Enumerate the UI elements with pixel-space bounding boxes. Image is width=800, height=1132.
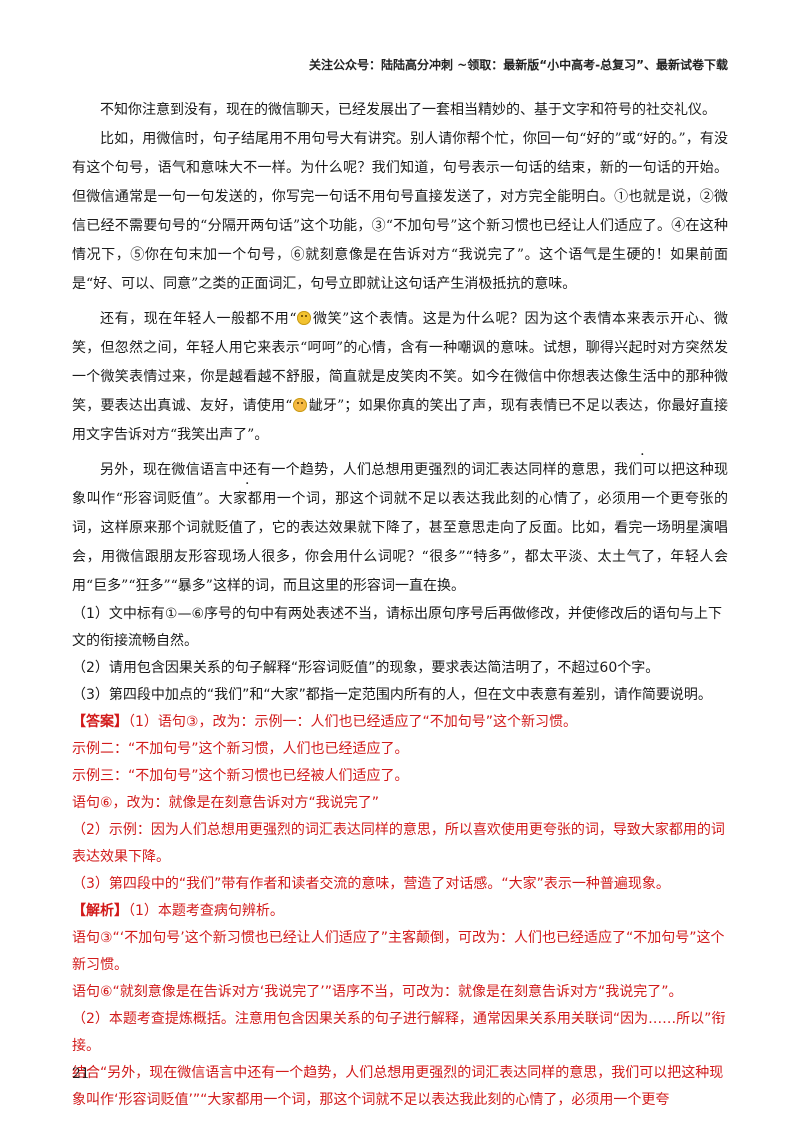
page-number: 21 — [72, 1066, 90, 1082]
question-2: （2）请用包含因果关系的句子解释“形容词贬值”的现象，要求表达简洁明了，不超过6… — [72, 660, 660, 676]
answer-tag: 【答案】 — [72, 714, 128, 730]
p4-text-c: 都用一个词，那这个词就不足以表达我此刻的心情了，必须用一个更夸张的词，这样原来那… — [72, 491, 729, 594]
analysis-line-1: 【解析】（1）本题考查病句辨析。 — [72, 903, 284, 919]
answer-line-4: 语句⑥，改为：就像是在刻意告诉对方“我说完了” — [72, 795, 380, 811]
analysis-line-2: 语句③“‘不加句号’这个新习惯也已经让人们适应了”主客颠倒，可改为：人们也已经适… — [72, 930, 725, 973]
analysis-line-3: 语句⑥“就刻意像是在告诉对方‘我说完了’”语序不当，可改为：就像是在刻意告诉对方… — [72, 984, 683, 1000]
p4-text-a: 另外，现在微信语言中还有一个趋势，人们总想用更强烈的词汇表达同样的意思， — [100, 462, 615, 478]
page-header: 关注公众号：陆陆高分冲刺 ~领取：最新版“小中高考-总复习”、最新试卷下载 — [309, 58, 728, 72]
page-content: 不知你注意到没有，现在的微信聊天，已经发展出了一套相当精妙的、基于文字和符号的社… — [72, 96, 728, 1114]
p3-text-a: 还有，现在年轻人一般都不用“ — [100, 311, 297, 327]
smile-emoji-icon — [297, 311, 312, 325]
answer-line-1: 【答案】（1）语句③，改为：示例一：人们也已经适应了“不加句号”这个新习惯。 — [72, 714, 577, 730]
analysis-line-4: （2）本题考查提炼概括。注意用包含因果关系的句子进行解释，通常因果关系用关联词“… — [72, 1011, 726, 1054]
analysis-tag: 【解析】 — [72, 903, 128, 919]
dotted-word-dajia: 大家 — [219, 491, 248, 507]
analysis-line-5: 结合“另外，现在微信语言中还有一个趋势，人们总想用更强烈的词汇表达同样的意思，我… — [72, 1065, 724, 1108]
p4-text-b: 可以把这种现象叫作“形容词贬值”。 — [72, 462, 729, 507]
passage-paragraph-1: 不知你注意到没有，现在的微信聊天，已经发展出了一套相当精妙的、基于文字和符号的社… — [100, 102, 716, 118]
answer-line-3: 示例三：“不加句号”这个新习惯也已经被人们适应了。 — [72, 768, 409, 784]
question-3: （3）第四段中加点的“我们”和“大家”都指一定范围内所有的人，但在文中表意有差别… — [72, 687, 712, 703]
answer-line-5: （2）示例：因为人们总想用更强烈的词汇表达同样的意思，所以喜欢使用更夸张的词，导… — [72, 822, 725, 865]
dotted-word-women: 我们 — [614, 462, 643, 478]
passage-paragraph-4: 另外，现在微信语言中还有一个趋势，人们总想用更强烈的词汇表达同样的意思，我们可以… — [72, 456, 728, 601]
passage-paragraph-2: 比如，用微信时，句子结尾用不用句号大有讲究。别人请你帮个忙，你回一句“好的”或“… — [72, 131, 728, 292]
analysis-section: 【解析】（1）本题考查病句辨析。 语句③“‘不加句号’这个新习惯也已经让人们适应… — [72, 898, 728, 1114]
passage-paragraph-3: 还有，现在年轻人一般都不用“微笑”这个表情。这是为什么呢？因为这个表情本来表示开… — [72, 305, 728, 450]
question-list: （1）文中标有①—⑥序号的句中有两处表述不当，请标出原句序号后再做修改，并使修改… — [72, 601, 728, 709]
answer-line-6: （3）第四段中的“我们”带有作者和读者交流的意味，营造了对话感。“大家”表示一种… — [72, 876, 670, 892]
p3-text-b: 微笑”这个表情。这是为什么呢？因为这个表情本来表示开心、微笑，但忽然之间，年轻人… — [72, 311, 728, 414]
answer-line-2: 示例二：“不加句号”这个新习惯，人们也已经适应了。 — [72, 741, 409, 757]
p3-text-c: 龇牙”；如果你真的笑出了声，现有表情已不足以表达，你最好直接用文字告诉对方“我笑… — [72, 398, 728, 443]
question-1: （1）文中标有①—⑥序号的句中有两处表述不当，请标出原句序号后再做修改，并使修改… — [72, 606, 723, 649]
grin-emoji-icon — [293, 398, 308, 412]
answer-section: 【答案】（1）语句③，改为：示例一：人们也已经适应了“不加句号”这个新习惯。 示… — [72, 709, 728, 898]
